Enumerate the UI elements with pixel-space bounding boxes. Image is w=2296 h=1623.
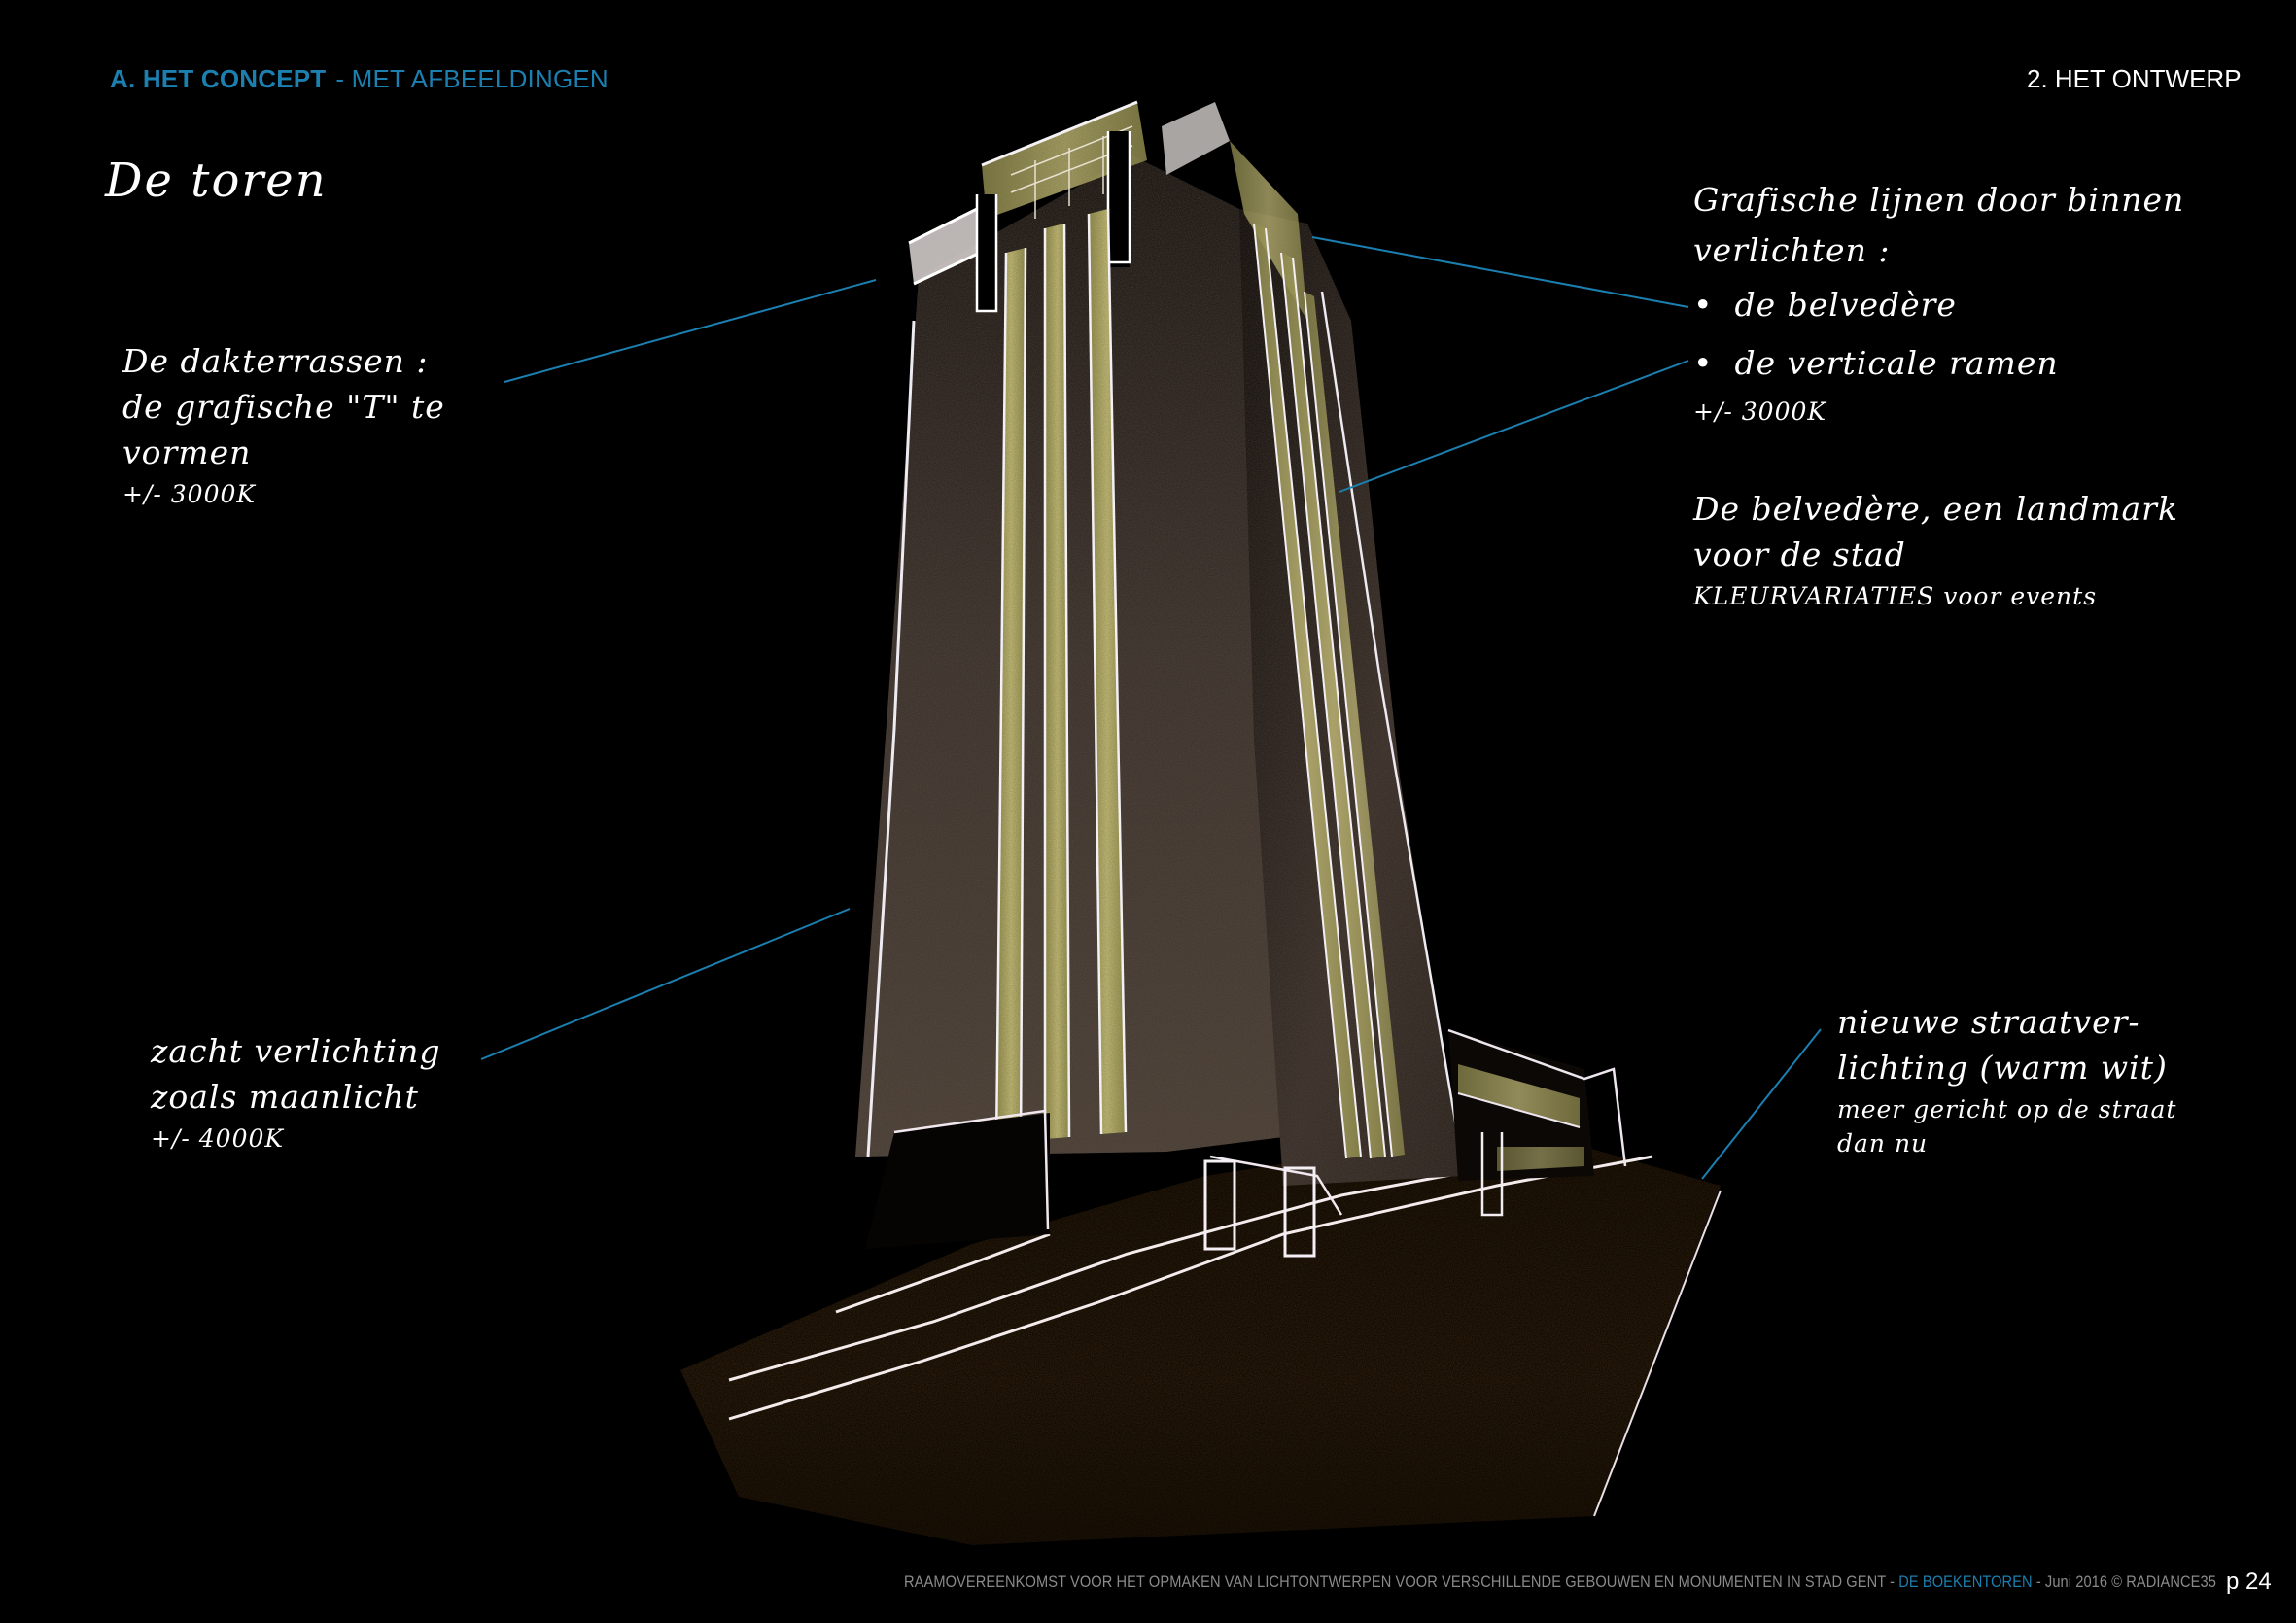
note-line: Grafische lijnen door binnen [1693,181,2185,219]
vertical-windows-right [1253,223,1405,1159]
note-belvedere: De belvedère, een landmark voor de stad … [1693,486,2178,616]
note-straatverlichting: nieuwe straatver- lichting (warm wit) me… [1837,999,2176,1158]
leader-verticale-ramen [1339,360,1689,493]
footer-date-copyright: - Juni 2016 © RADIANCE35 [2032,1572,2216,1591]
leader-lines [480,236,1822,1180]
footer: RAAMOVEREENKOMST VOOR HET OPMAKEN VAN LI… [904,1572,2216,1592]
section-subtitle: - MET AFBEELDINGEN [335,64,609,93]
note-line: De dakterrassen : [122,342,429,380]
leader-zacht [480,908,851,1060]
section-header: A. HET CONCEPT - MET AFBEELDINGEN [110,64,609,94]
footer-project: DE BOEKENTOREN [1898,1572,2033,1591]
annex-building [1447,1028,1627,1217]
bullet-text: de belvedère [1734,286,1957,324]
section-title: A. HET CONCEPT [110,64,327,93]
footer-text: RAAMOVEREENKOMST VOOR HET OPMAKEN VAN LI… [904,1572,1899,1591]
bullet-item: de belvedère [1693,276,2184,334]
bullet-item: de verticale ramen [1693,334,2184,393]
note-subline: meer gericht op de straat [1837,1095,2177,1123]
note-line: De belvedère, een landmark [1693,490,2178,528]
base-wall [865,1109,1343,1258]
note-line: zacht verlichting [151,1032,441,1070]
note-caps: KLEURVARIATIES [1693,582,1935,610]
leader-straat [1701,1028,1822,1180]
note-line: verlichten : [1693,231,1891,269]
note-subline: dan nu [1837,1129,1929,1157]
note-line: voor de stad [1693,535,1906,573]
note-zacht-verlichting: zacht verlichting zoals maanlicht +/- 40… [151,1028,441,1158]
note-grafische-lijnen: Grafische lijnen door binnen verlichten … [1693,175,2184,432]
leader-belvedere [1311,236,1689,308]
page-title: De toren [105,154,328,208]
chapter-title: 2. HET ONTWERP [2027,64,2242,93]
color-temperature: +/- 3000K [122,480,257,508]
leader-dakterrassen [504,279,877,383]
street-surface [680,1127,1722,1545]
note-line: nieuwe straatver- [1837,1003,2140,1041]
note-line: lichting (warm wit) [1837,1049,2168,1087]
roof-terraces [908,131,1131,313]
note-subline: KLEURVARIATIES voor events [1693,577,2178,616]
page-number: p 24 [2226,1569,2272,1595]
tower-left-facade [855,155,1283,1157]
note-rest: voor events [1943,582,2098,610]
note-dakterrassen: De dakterrassen : de grafische "T" te vo… [122,338,445,514]
color-temperature: +/- 3000K [1693,397,1827,426]
note-line: zoals maanlicht [151,1078,419,1116]
note-line: vormen [122,433,252,471]
note-line: de grafische "T" te [122,388,445,426]
bullet-text: de verticale ramen [1734,344,2059,382]
vertical-windows-left [994,208,1128,1150]
color-temperature: +/- 4000K [151,1124,285,1153]
